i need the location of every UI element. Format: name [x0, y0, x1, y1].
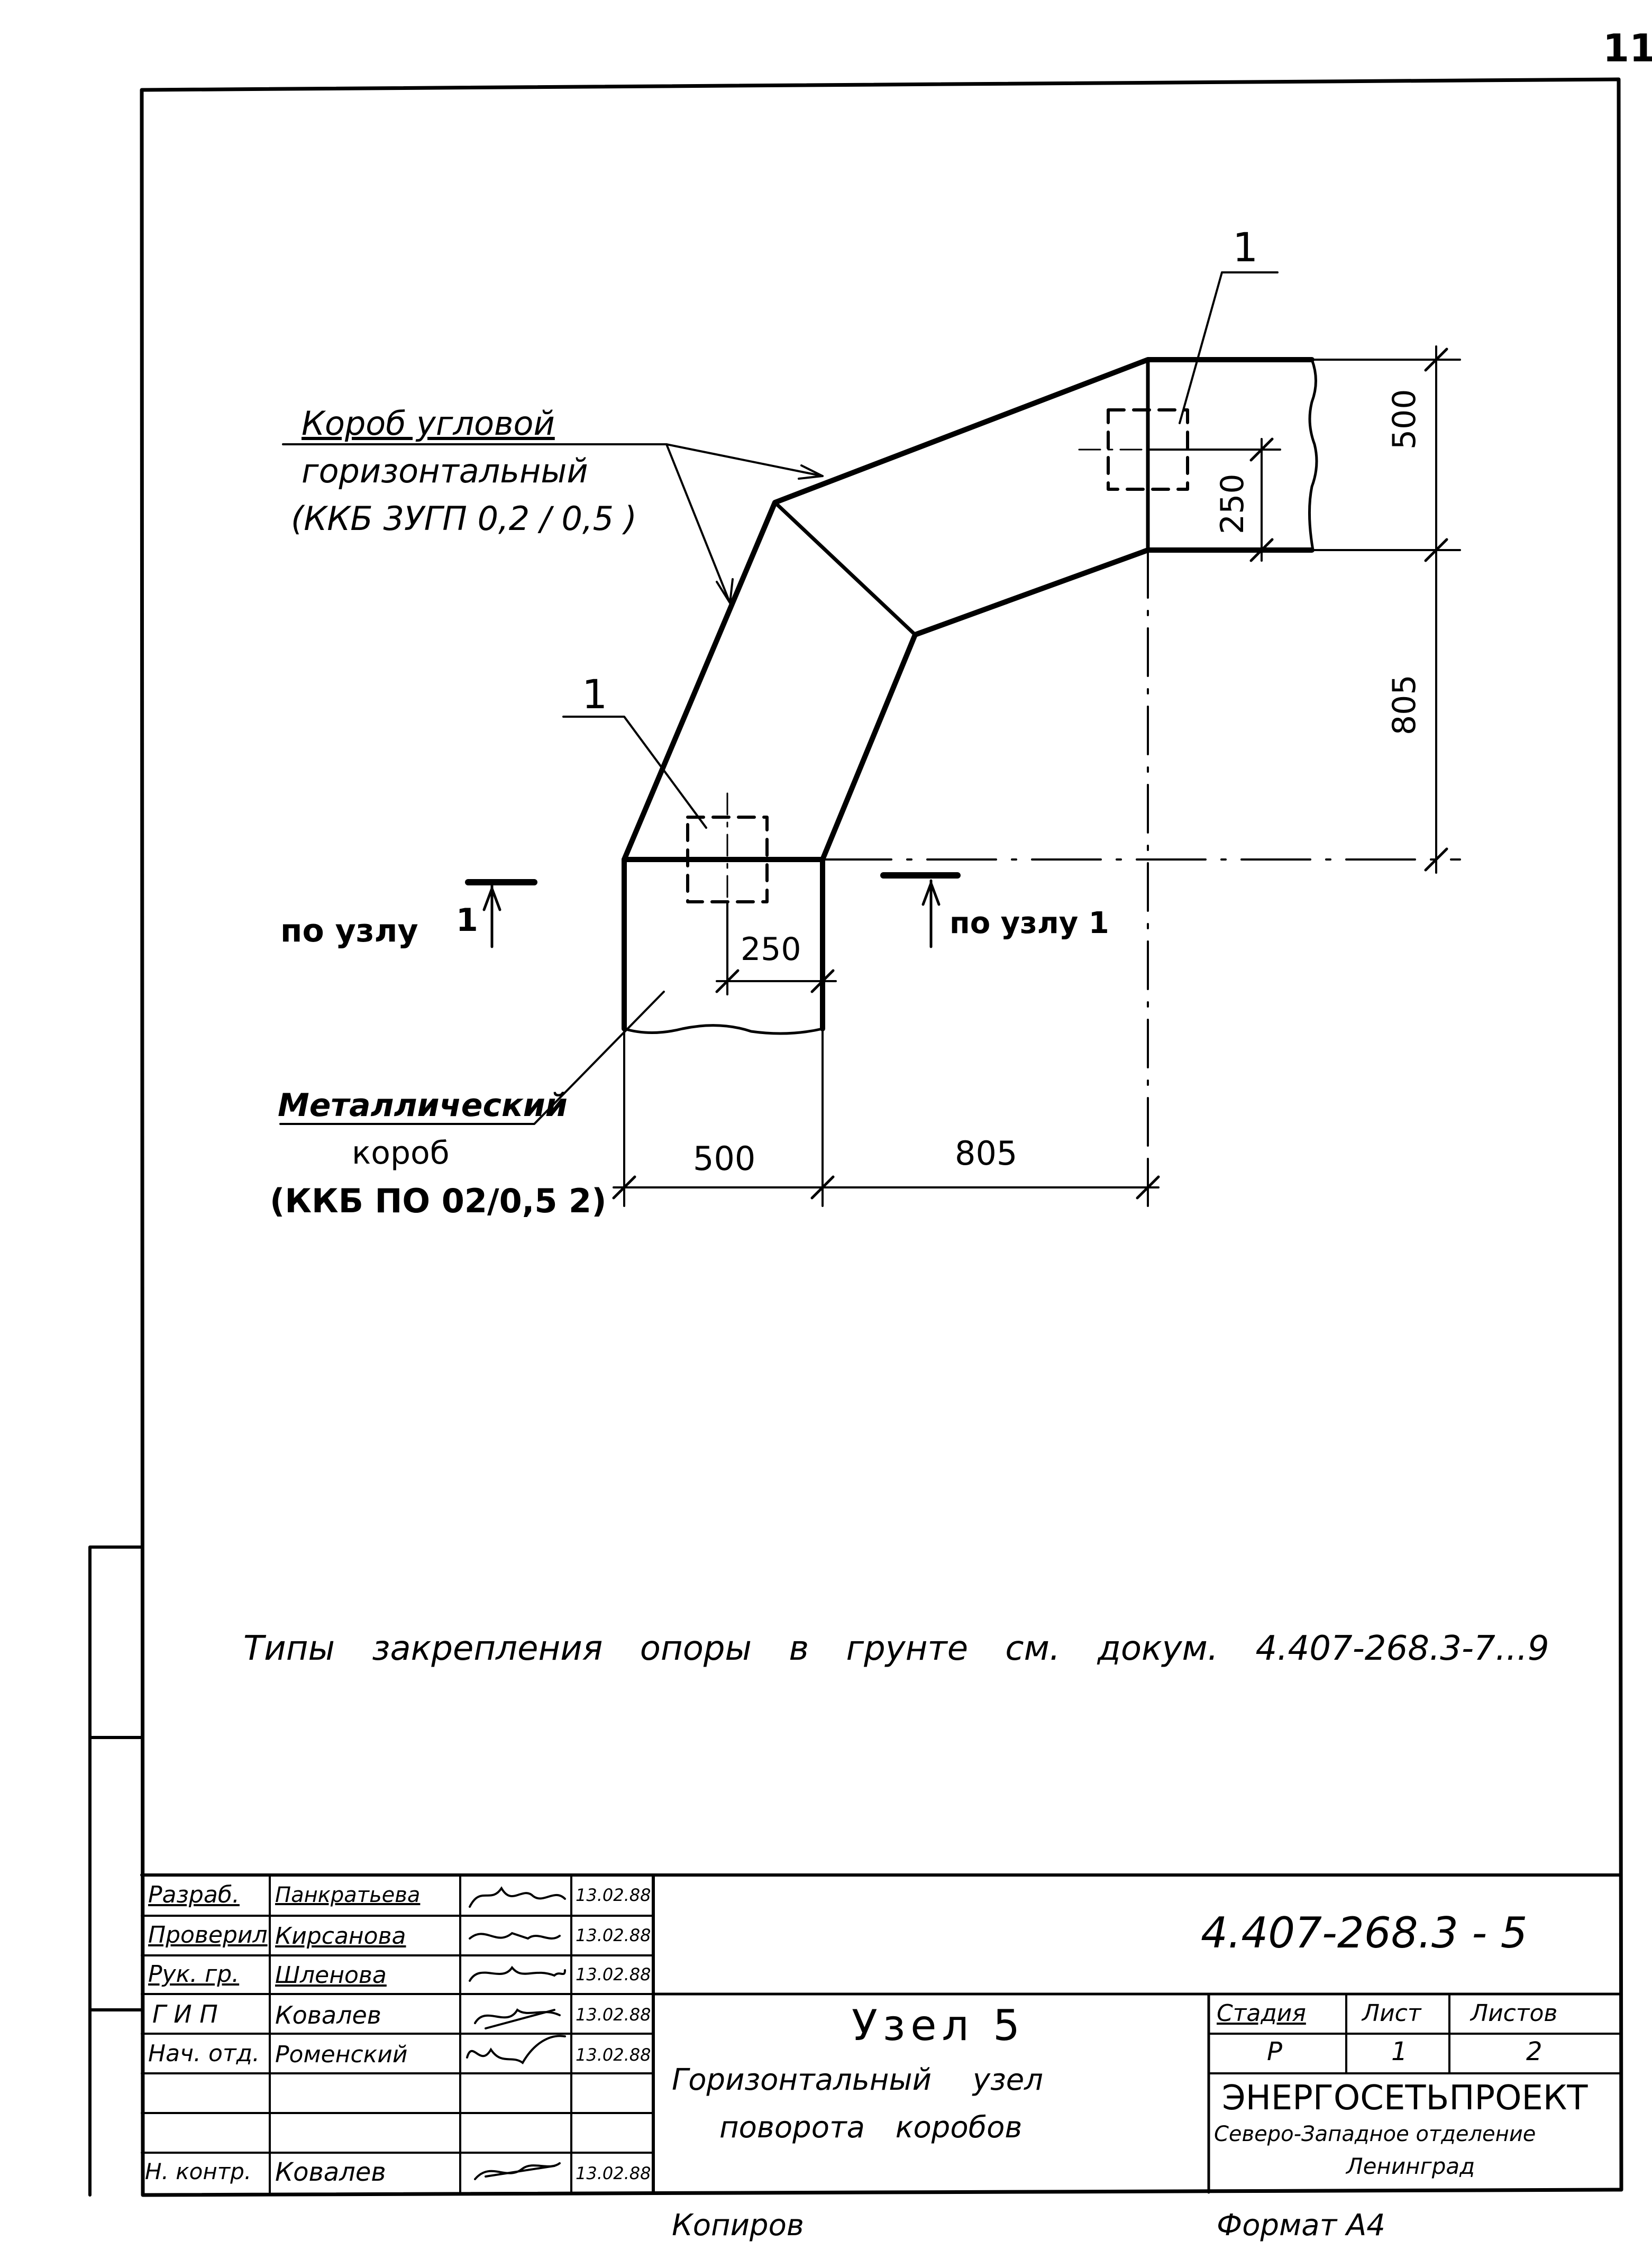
leader-metal-box: [279, 991, 665, 1125]
name-cell: Ковалев: [275, 2157, 386, 2187]
dim-250-bottom: [716, 901, 837, 995]
callout-metal-line2: короб: [352, 1135, 450, 1172]
dim-500-right-label: 500: [1386, 389, 1423, 450]
corner-box-outline-inner: [820, 547, 1315, 862]
sheet-value: 1: [1391, 2037, 1408, 2066]
role-cell: Рук. гр.: [148, 1961, 240, 1988]
leader-position-left: [562, 716, 707, 829]
corner-box-fold-line: [773, 500, 917, 637]
dim-805-bottom-label: 805: [955, 1134, 1018, 1173]
date-cell: 13.02.88: [576, 1885, 651, 1905]
dim-250-right-label: 250: [1214, 473, 1251, 534]
date-cell: 13.02.88: [576, 2005, 651, 2025]
role-cell: Н. контр.: [145, 2159, 252, 2184]
stage-header: Стадия: [1217, 2000, 1306, 2027]
dim-805-right-label: 805: [1386, 674, 1423, 735]
title-block-stage-grid: [1208, 1993, 1621, 2074]
frame-border: [140, 77, 1623, 2197]
footer-copier: Копиров: [672, 2208, 804, 2243]
date-cell: 13.02.88: [576, 1964, 651, 1984]
role-cell: Г И П: [152, 2000, 218, 2028]
role-cell: Проверил: [148, 1922, 268, 1949]
section-right-label: по узлу 1: [950, 906, 1109, 940]
position-number-left: 1: [582, 671, 608, 718]
break-line-bottom: [623, 1024, 824, 1035]
role-cell: Разраб.: [148, 1881, 240, 1908]
org-branch: Северо-Западное отделение: [1214, 2122, 1536, 2146]
corner-box-outline-outer: [622, 357, 1315, 862]
document-code: 4.407-268.3 - 5: [1201, 1908, 1528, 1958]
org-name: ЭНЕРГОСЕТЬПРОЕКТ: [1222, 2079, 1588, 2118]
sheets-header: Листов: [1471, 2000, 1558, 2027]
sheet-header: Лист: [1362, 2000, 1421, 2027]
name-cell: Ковалев: [275, 2001, 381, 2029]
general-note: Типы закрепления опоры в грунте см. доку…: [243, 1629, 1549, 1668]
name-cell: Роменский: [275, 2041, 408, 2068]
org-city: Ленинград: [1346, 2153, 1475, 2179]
sheet-title: Узел 5: [852, 2001, 1025, 2050]
callout-corner-box-line3: (ККБ 3УГП 0,2 / 0,5 ): [291, 499, 637, 538]
section-left-number: 1: [456, 902, 478, 939]
sheets-value: 2: [1526, 2037, 1543, 2066]
sheet-subtitle-line1: Горизонтальный узел: [672, 2063, 1043, 2097]
title-block-rows: [141, 1915, 654, 2154]
title-block-signatures: Разраб. Панкратьева 13.02.88 Проверил Ки…: [142, 1875, 653, 2192]
dim-250-bottom-label: 250: [741, 931, 801, 968]
stage-value: Р: [1267, 2037, 1282, 2066]
name-cell: Кирсанова: [275, 1923, 406, 1950]
date-cell: 13.02.88: [576, 2045, 651, 2065]
callout-corner-box-line2: горизонтальный: [302, 452, 588, 490]
date-cell: 13.02.88: [576, 2163, 651, 2183]
name-cell: Панкратьева: [275, 1883, 421, 1907]
leader-position-top: [1179, 271, 1279, 424]
leader-corner-box: [282, 443, 824, 604]
sheet-subtitle-line2: поворота коробов: [719, 2110, 1023, 2145]
role-cell: Нач. отд.: [148, 2040, 260, 2067]
dim-500-bottom-label: 500: [693, 1139, 756, 1178]
callout-metal-line3: (ККБ ПО 02/0,5 2): [270, 1182, 607, 1220]
signature-scribbles: [466, 1886, 566, 2180]
name-cell: Шленова: [275, 1962, 387, 1989]
footer-format: Формат А4: [1217, 2208, 1385, 2243]
dim-250-right: [1147, 438, 1281, 562]
dim-bottom-extensions: [623, 1028, 1149, 1207]
page-number: 11: [1603, 26, 1652, 70]
callout-corner-box-line1: Короб угловой: [302, 404, 555, 443]
callout-metal-line1: Металлический: [278, 1087, 568, 1124]
position-number-top: 1: [1233, 224, 1258, 271]
section-left-label: по узлу: [280, 912, 418, 949]
side-stamp-strips: [88, 1545, 143, 2197]
break-line-right: [1308, 358, 1318, 552]
date-cell: 13.02.88: [576, 1925, 651, 1945]
